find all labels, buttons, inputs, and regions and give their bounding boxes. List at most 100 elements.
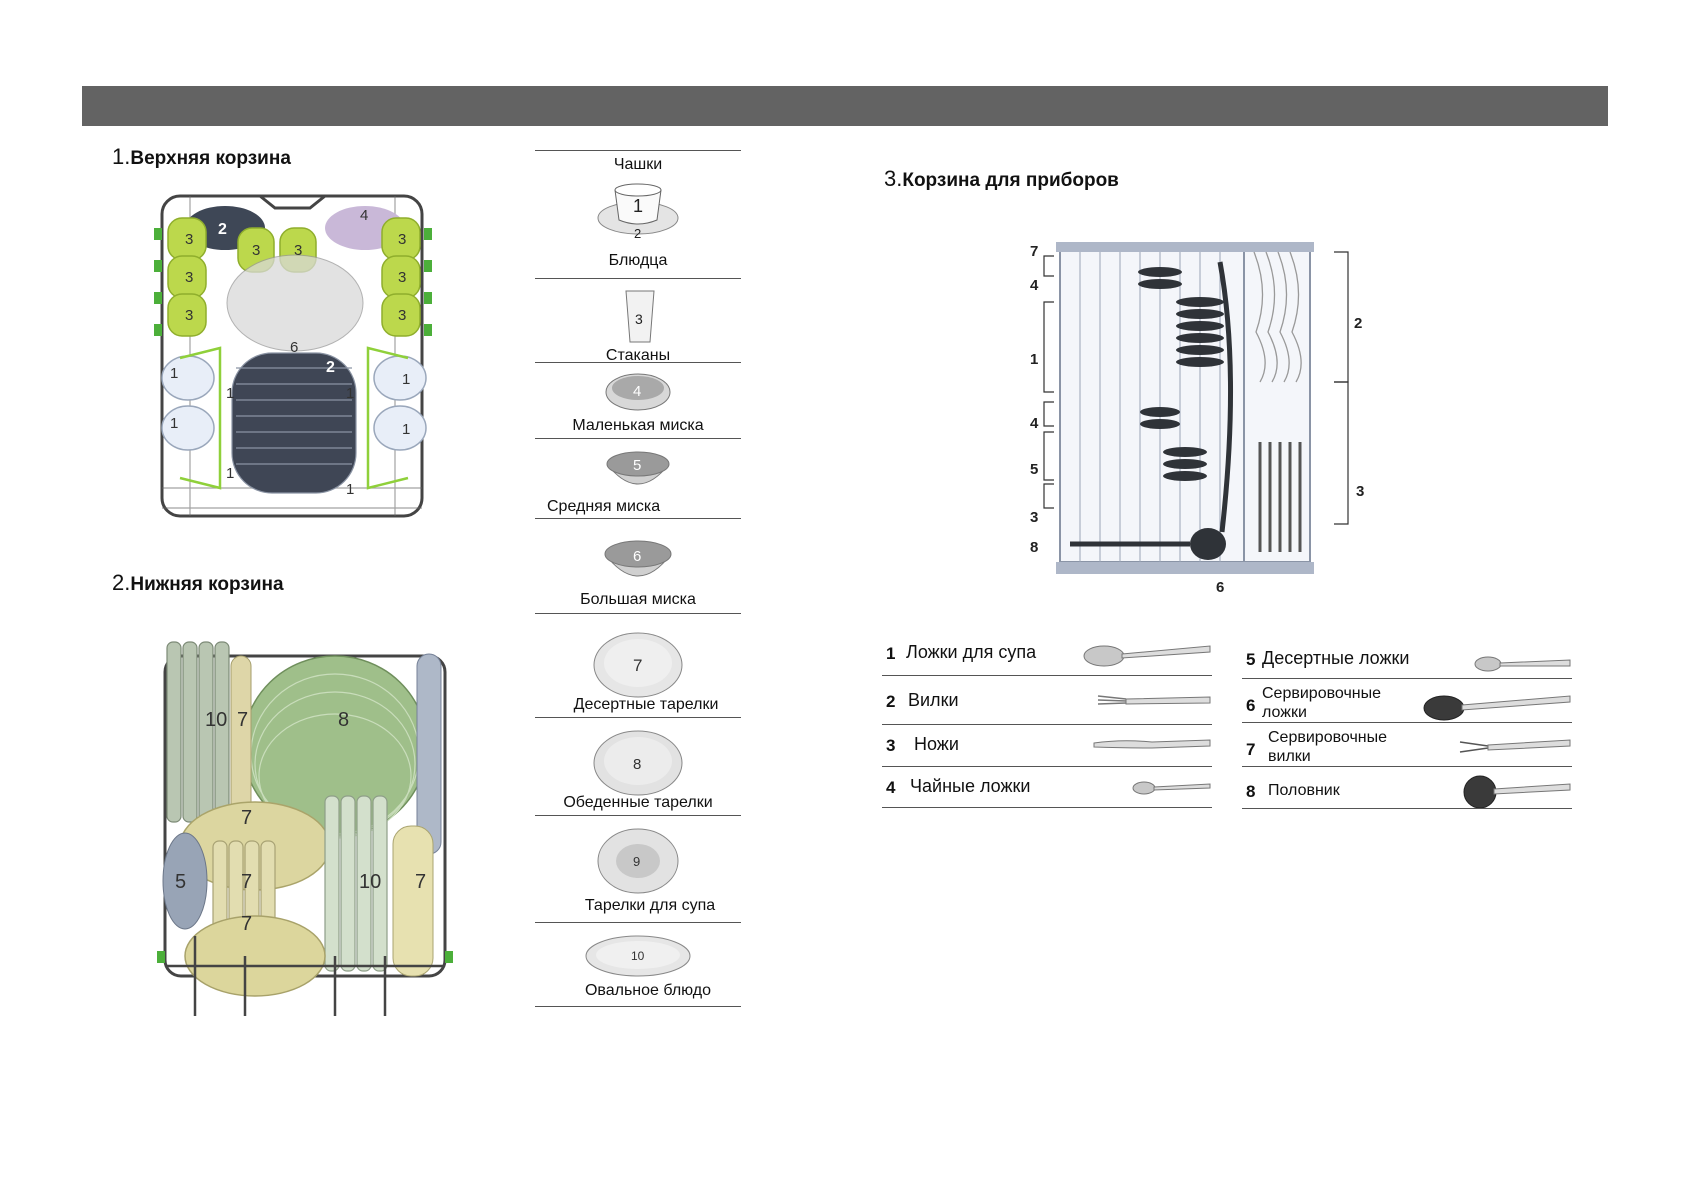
cup-icon: 1 2 — [593, 178, 683, 238]
legend-glasses-label: Стаканы — [535, 347, 741, 363]
oval-platter-icon: 10 — [583, 932, 693, 980]
divider — [535, 1006, 741, 1007]
marker: 4 — [360, 207, 368, 224]
divider — [535, 613, 741, 614]
cutlery-label-forks: Вилки — [908, 690, 959, 711]
marker: 7 — [237, 709, 248, 731]
knife-icon — [1092, 736, 1212, 754]
marker: 9 — [633, 854, 640, 869]
marker: 6 — [290, 339, 298, 356]
marker: 1 — [170, 365, 178, 382]
lower-basket-title: 2.Нижняя корзина — [112, 570, 284, 596]
legend-small-bowl-label: Маленькая миска — [535, 417, 741, 435]
divider — [535, 150, 741, 151]
marker: 7 — [241, 807, 252, 829]
marker: 1 — [226, 465, 234, 482]
divider — [1242, 808, 1572, 809]
divider — [535, 717, 741, 718]
marker: 3 — [185, 269, 193, 286]
marker: 7 — [633, 656, 642, 675]
marker: 4 — [1030, 415, 1039, 432]
marker: 1 — [1030, 351, 1038, 368]
marker: 3 — [1356, 483, 1364, 500]
marker: 7 — [1030, 243, 1038, 260]
marker: 4 — [1030, 277, 1039, 294]
divider — [535, 438, 741, 439]
marker: 6 — [633, 548, 641, 565]
legend-large-bowl-label: Большая миска — [535, 591, 741, 609]
divider — [1242, 766, 1572, 767]
marker: 1 — [402, 421, 410, 438]
marker: 5 — [175, 871, 186, 893]
marker: 2 — [326, 359, 335, 376]
legend-soup-plates-label: Тарелки для супа — [535, 897, 741, 915]
dessert-plate-icon: 7 — [591, 630, 685, 700]
cutlery-legend-right: 5 Десертные ложки 6 Сервировочные ложки … — [1242, 642, 1572, 822]
marker: 8 — [633, 756, 641, 773]
divider — [1242, 678, 1572, 679]
marker: 5 — [633, 457, 641, 474]
marker: 1 — [226, 385, 234, 402]
marker: 7 — [241, 871, 252, 893]
marker: 10 — [359, 871, 381, 893]
header-bar — [82, 86, 1608, 126]
marker: 1 — [633, 196, 643, 216]
glass-icon: 3 — [623, 288, 657, 346]
divider — [535, 278, 741, 279]
large-bowl-icon: 6 — [601, 534, 675, 590]
marker: 10 — [205, 709, 227, 731]
cutlery-label-knives: Ножи — [914, 734, 959, 755]
marker: 10 — [631, 949, 645, 963]
marker: 3 — [398, 231, 406, 248]
divider — [535, 518, 741, 519]
marker: 1 — [346, 481, 354, 498]
marker: 1 — [170, 415, 178, 432]
marker: 1 — [402, 371, 410, 388]
divider — [535, 922, 741, 923]
marker: 3 — [252, 242, 260, 259]
marker: 1 — [346, 385, 354, 402]
legend-oval-platter-label: Овальное блюдо — [535, 982, 741, 1000]
divider — [1242, 722, 1572, 723]
dessert-spoon-icon — [1474, 654, 1572, 674]
marker: 7 — [241, 913, 252, 935]
cutlery-label-soup-spoons: Ложки для супа — [906, 642, 1036, 663]
lower-basket-illustration: 10 7 8 7 5 7 10 7 7 — [155, 636, 455, 1016]
legend-dessert-plates-label: Десертные тарелки — [535, 696, 741, 714]
marker: 6 — [1216, 579, 1224, 596]
legend-saucers-label: Блюдца — [535, 252, 741, 270]
divider — [882, 766, 1212, 767]
divider — [882, 724, 1212, 725]
ladle-icon — [1462, 772, 1572, 812]
soup-plate-icon: 9 — [595, 826, 681, 896]
legend-dinner-plates-label: Обеденные тарелки — [535, 794, 741, 812]
cutlery-basket-title: 3.Корзина для приборов — [884, 166, 1119, 192]
legend-medium-bowl-label: Средняя миска — [535, 498, 741, 516]
marker: 3 — [1030, 509, 1038, 526]
marker: 3 — [398, 307, 406, 324]
upper-basket-illustration: 2 2 3 3 3 3 3 3 3 3 4 6 1 1 1 1 1 1 1 1 — [150, 188, 440, 538]
serving-spoon-icon — [1422, 688, 1572, 722]
marker: 2 — [634, 226, 641, 238]
cutlery-legend-left: 1 Ложки для супа 2 Вилки 3 Ножи 4 Чайные… — [882, 636, 1212, 816]
dinner-plate-icon: 8 — [591, 728, 685, 798]
cutlery-label-serving-forks: Сервировочные вилки — [1268, 728, 1418, 766]
marker: 3 — [635, 311, 643, 327]
teaspoon-icon — [1132, 778, 1212, 796]
cutlery-label-ladle: Половник — [1268, 782, 1340, 800]
marker: 3 — [185, 307, 193, 324]
cutlery-label-teaspoons: Чайные ложки — [910, 776, 1030, 797]
upper-basket-title: 1.Верхняя корзина — [112, 144, 291, 170]
marker: 3 — [185, 231, 193, 248]
marker: 8 — [338, 709, 349, 731]
legend-cups-label: Чашки — [535, 156, 741, 174]
divider — [882, 807, 1212, 808]
small-bowl-icon: 4 — [603, 370, 673, 414]
medium-bowl-icon: 5 — [603, 446, 673, 496]
serving-fork-icon — [1458, 734, 1572, 758]
marker: 8 — [1030, 539, 1038, 556]
marker: 5 — [1030, 461, 1038, 478]
marker: 3 — [294, 242, 302, 259]
oval-platter-shape — [417, 654, 441, 854]
cutlery-label-dessert-spoons: Десертные ложки — [1262, 648, 1409, 669]
